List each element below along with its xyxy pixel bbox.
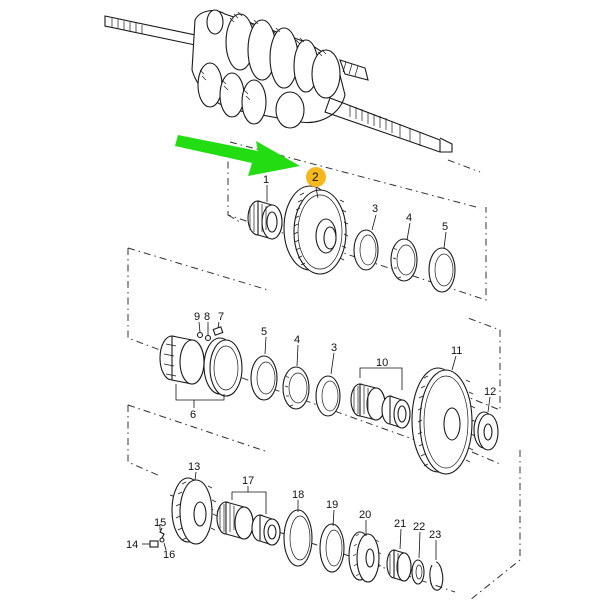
callout-21: 21 bbox=[394, 518, 406, 530]
part-10-bearing bbox=[350, 383, 411, 429]
callout-23: 23 bbox=[429, 529, 441, 541]
highlight-badge-circle bbox=[306, 167, 326, 187]
callout-1: 1 bbox=[263, 174, 269, 186]
callout-3-middle: 3 bbox=[331, 342, 337, 354]
callout-3-top: 3 bbox=[372, 203, 378, 215]
part-14-16-small-parts bbox=[149, 527, 165, 548]
part-20-gear bbox=[348, 531, 382, 583]
part-5-ring-middle bbox=[250, 355, 278, 401]
group-frame-top bbox=[227, 145, 487, 301]
part-4-synchro-ring-middle bbox=[282, 366, 310, 410]
part-21-bearing bbox=[386, 549, 412, 582]
arrow-icon bbox=[175, 135, 300, 176]
part-11-large-gear bbox=[411, 367, 477, 475]
axis-line-shaft bbox=[229, 141, 481, 209]
callout-17: 17 bbox=[242, 475, 254, 487]
part-23-circlip bbox=[429, 561, 444, 591]
callout-22: 22 bbox=[413, 521, 425, 533]
part-7-9-detent bbox=[196, 326, 224, 342]
callout-20: 20 bbox=[359, 509, 371, 521]
callout-10: 10 bbox=[376, 357, 388, 369]
part-2-gear bbox=[283, 185, 349, 275]
part-4-synchro-ring bbox=[390, 238, 418, 282]
callout-19: 19 bbox=[326, 499, 338, 511]
part-12-thrust-washer bbox=[473, 411, 499, 451]
callout-14: 14 bbox=[126, 539, 138, 551]
callout-5-top: 5 bbox=[442, 221, 448, 233]
callout-15: 15 bbox=[154, 517, 166, 529]
green-pointer-arrow bbox=[175, 135, 300, 176]
callout-5-middle: 5 bbox=[261, 326, 267, 338]
part-19-ring bbox=[319, 523, 345, 573]
callout-13: 13 bbox=[188, 461, 200, 473]
callout-8: 8 bbox=[204, 311, 210, 323]
callout-18: 18 bbox=[292, 489, 304, 501]
callout-11: 11 bbox=[451, 345, 462, 357]
callout-2: 2 bbox=[312, 170, 319, 184]
callout-4-middle: 4 bbox=[294, 334, 300, 346]
callout-16: 16 bbox=[163, 549, 175, 561]
part-17-bearing bbox=[216, 501, 281, 546]
part-5-ring bbox=[428, 247, 456, 293]
highlight-badge-2: 2 bbox=[306, 167, 326, 187]
callout-12: 12 bbox=[484, 386, 496, 398]
callout-4-top: 4 bbox=[406, 212, 412, 224]
part-3-ring bbox=[353, 229, 379, 271]
gearbox-shaft-assembly bbox=[104, 9, 453, 153]
callout-6: 6 bbox=[190, 409, 196, 421]
part-18-ring bbox=[283, 509, 313, 567]
part-13-gear bbox=[171, 477, 218, 545]
part-6-synchro-hub bbox=[159, 335, 243, 397]
part-3-ring-middle bbox=[315, 375, 341, 417]
callout-7: 7 bbox=[218, 311, 224, 323]
part-22-washer bbox=[411, 559, 425, 585]
callout-9: 9 bbox=[194, 311, 200, 323]
part-1-needle-bearing bbox=[247, 200, 283, 240]
